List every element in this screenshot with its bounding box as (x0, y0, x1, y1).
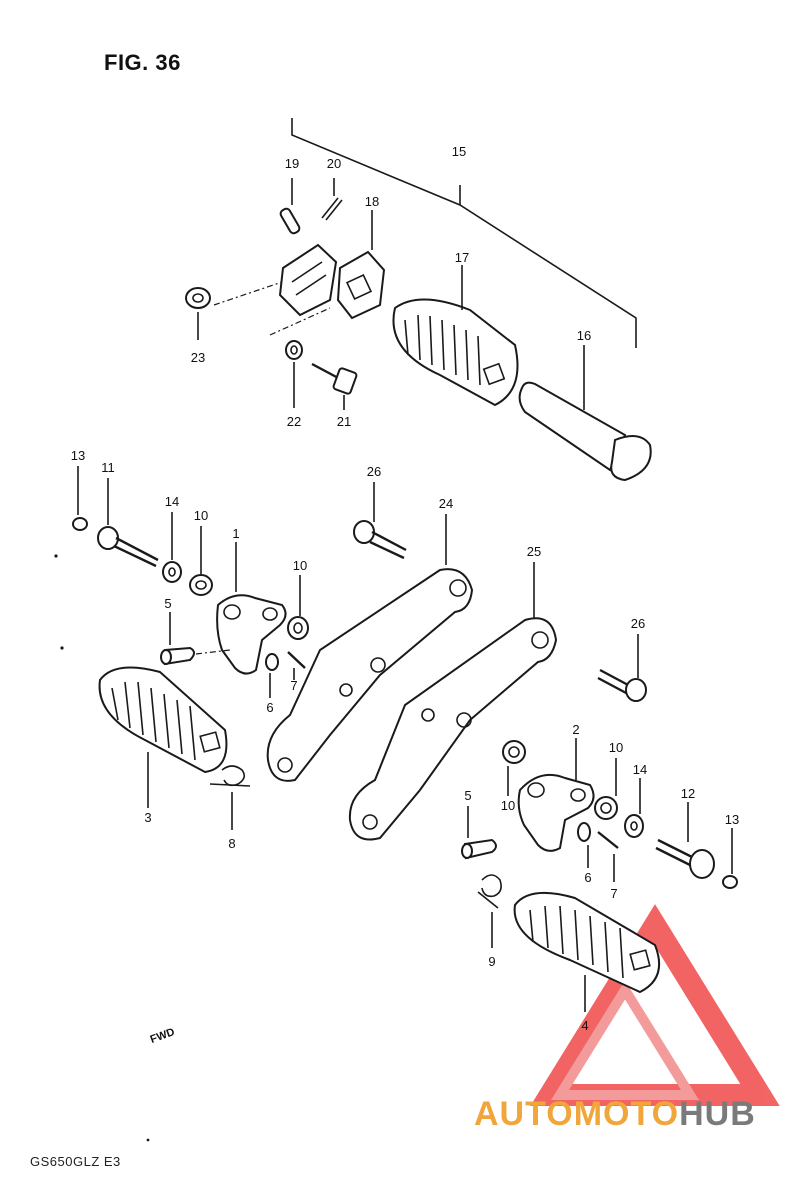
washer-14-left (162, 512, 182, 583)
ink-dot (60, 646, 64, 650)
bolt-26-right (597, 634, 647, 702)
bushing-10-c (502, 740, 526, 796)
ink-dot (146, 1138, 150, 1142)
callout-25: 25 (527, 544, 541, 559)
bolt-21 (311, 362, 358, 410)
cotter-pin-20 (321, 178, 343, 221)
callout-7-left: 7 (290, 678, 297, 693)
callout-24: 24 (439, 496, 453, 511)
callout-23: 23 (191, 350, 205, 365)
washer-6-left (265, 653, 279, 698)
footrest-bracket-1 (216, 542, 287, 675)
callout-13-left: 13 (71, 448, 85, 463)
callout-10-c: 10 (501, 798, 515, 813)
callout-26-top: 26 (367, 464, 381, 479)
callout-12: 12 (681, 786, 695, 801)
bracket-plate-24 (266, 514, 474, 782)
footrest-rubber-3 (98, 666, 228, 808)
callout-14-left: 14 (165, 494, 179, 509)
washer-14-right (624, 778, 644, 838)
nut-13-left (72, 466, 88, 531)
group-bracket-15 (291, 118, 637, 348)
logo-word-auto: AUTO (474, 1095, 574, 1133)
callout-1: 1 (232, 526, 239, 541)
callout-26-right: 26 (631, 616, 645, 631)
footrest-bracket-2 (517, 738, 595, 852)
callout-10-a: 10 (194, 508, 208, 523)
bolt-26-top (353, 482, 407, 560)
washer-22 (285, 340, 303, 408)
callout-5-right: 5 (464, 788, 471, 803)
figure-title: FIG. 36 (104, 50, 181, 75)
logo-word-hub: HUB (679, 1095, 756, 1133)
callout-8: 8 (228, 836, 235, 851)
nut-13-right (722, 828, 738, 889)
callout-20: 20 (327, 156, 341, 171)
footrest-rubber-17 (392, 265, 519, 407)
return-spring-9 (477, 874, 502, 948)
callout-6-left: 6 (266, 700, 273, 715)
return-spring-8 (209, 765, 251, 830)
callout-10-d: 10 (609, 740, 623, 755)
watermark-logo-text: AUTOMOTOHUB (474, 1095, 756, 1134)
logo-word-moto: MOTO (573, 1095, 680, 1133)
callout-2: 2 (572, 722, 579, 737)
callout-17: 17 (455, 250, 469, 265)
callout-5-left: 5 (164, 596, 171, 611)
bushing-10-d (594, 758, 618, 820)
callout-22: 22 (287, 414, 301, 429)
bolt-12 (655, 802, 715, 879)
callout-13-right: 13 (725, 812, 739, 827)
cotter-pin-7-left (287, 651, 306, 680)
callout-6-right: 6 (584, 870, 591, 885)
assembly-line (269, 307, 331, 336)
bushing-10-a (189, 526, 213, 596)
bolt-11 (97, 478, 159, 568)
callout-11: 11 (101, 460, 115, 475)
model-code: GS650GLZ E3 (30, 1154, 121, 1169)
callout-10-b: 10 (293, 558, 307, 573)
callout-9: 9 (488, 954, 495, 969)
bushing-10-b (287, 575, 309, 640)
callout-3: 3 (144, 810, 151, 825)
footrest-shaft-16 (518, 345, 652, 482)
pin-5-left (160, 612, 231, 666)
assembly-line (213, 281, 283, 306)
cotter-pin-7-right (597, 831, 619, 882)
callout-16: 16 (577, 328, 591, 343)
footrest-rubber-4 (513, 891, 660, 1012)
gasket-18 (336, 210, 386, 320)
pin-5-right (461, 806, 497, 860)
callout-18: 18 (365, 194, 379, 209)
callout-4: 4 (581, 1018, 588, 1033)
footrest-holder (278, 243, 338, 317)
callout-7-right: 7 (610, 886, 617, 901)
bracket-plate-25 (348, 562, 558, 841)
nut-23 (185, 287, 211, 340)
clevis-pin-19 (279, 178, 301, 235)
washer-6-right (577, 822, 591, 868)
callout-14-right: 14 (633, 762, 647, 777)
ink-dot (54, 554, 58, 558)
callout-15: 15 (452, 144, 466, 159)
callout-19: 19 (285, 156, 299, 171)
callout-21: 21 (337, 414, 351, 429)
watermark-logo-triangle (530, 904, 780, 1106)
